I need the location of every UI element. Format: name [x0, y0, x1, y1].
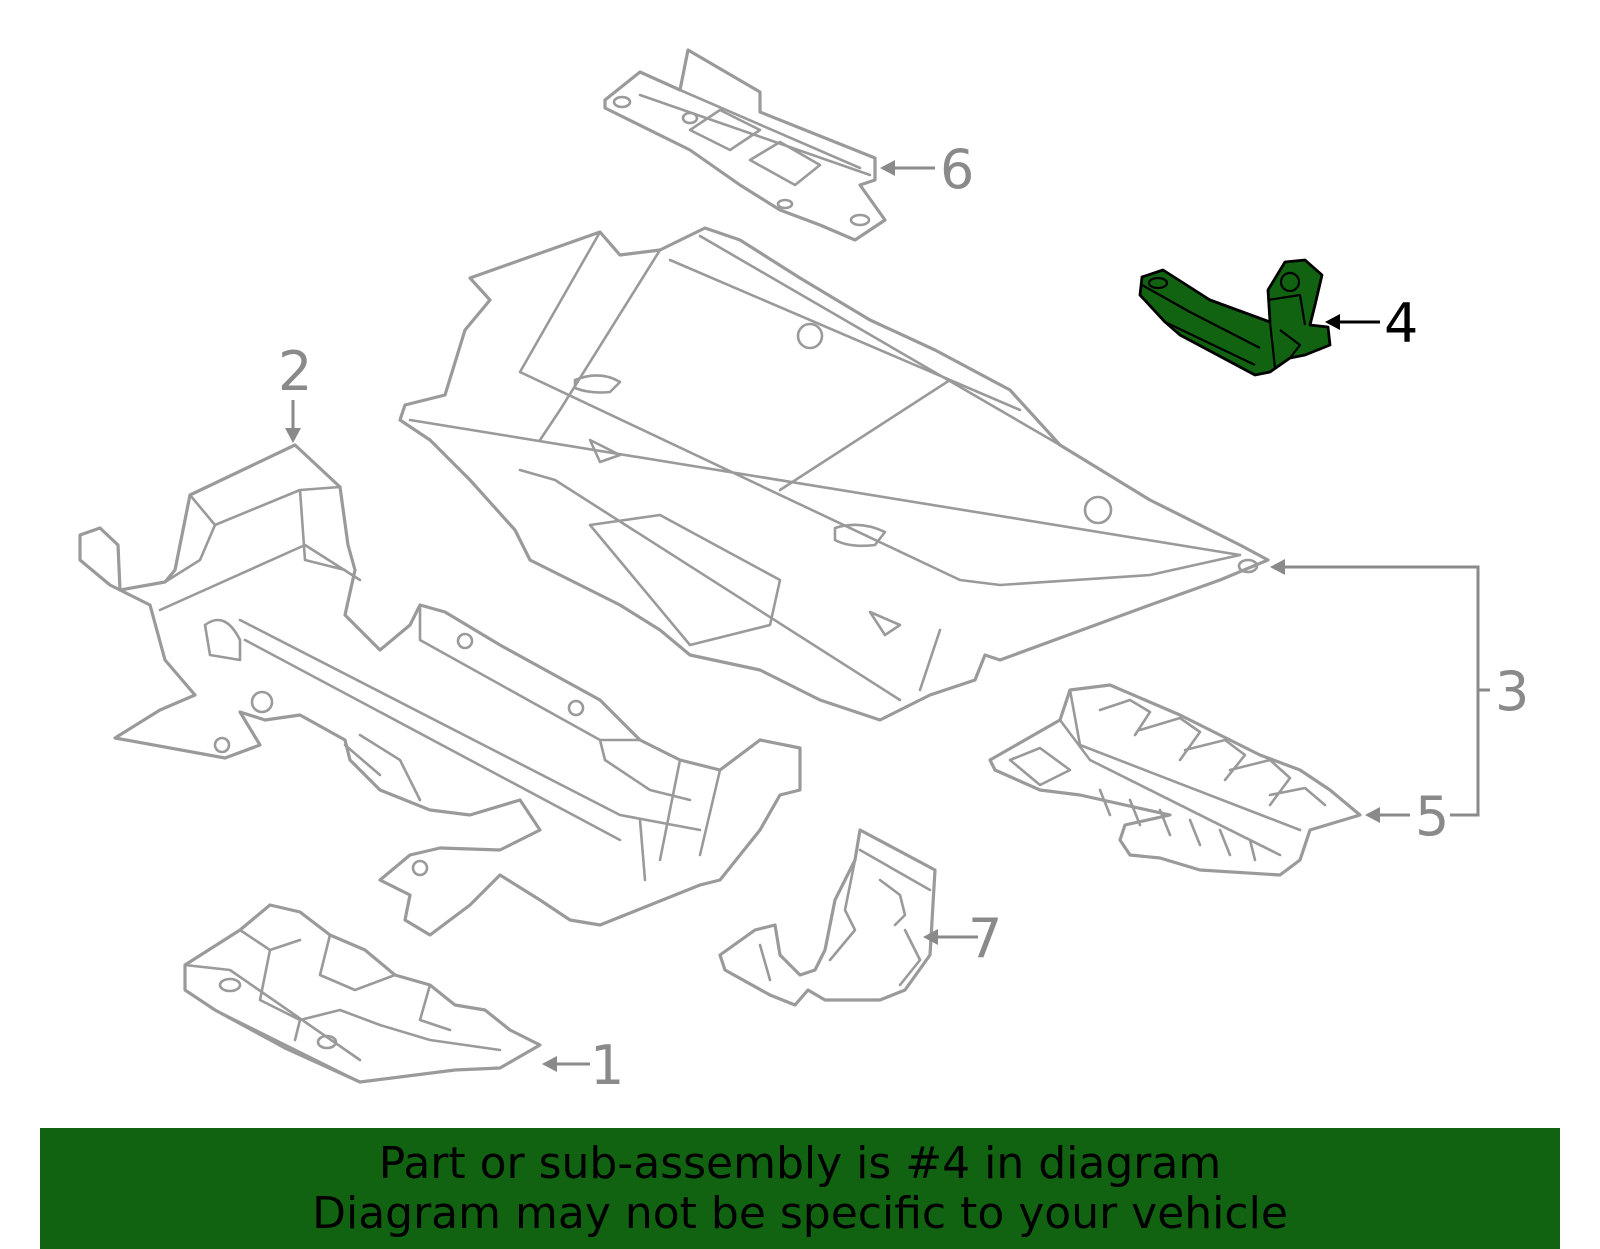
callout-2: 2	[278, 340, 312, 403]
callout-7: 7	[968, 907, 1002, 970]
part-3-center-shield	[398, 226, 1270, 722]
banner-line-part: Part or sub-assembly is #4 in diagram	[378, 1137, 1222, 1189]
banner-line-disclaimer: Diagram may not be specific to your vehi…	[312, 1187, 1288, 1239]
part-6-plate	[603, 48, 887, 242]
part-1-skid-plate	[183, 903, 542, 1084]
part-7-bracket	[718, 828, 937, 1007]
part-5-skid-plate	[988, 683, 1362, 877]
callout-3: 3	[1495, 660, 1529, 723]
parts-diagram: 2 6 4 3 5 7 1	[78, 48, 1529, 1097]
callout-4: 4	[1384, 292, 1418, 355]
callout-1: 1	[590, 1034, 624, 1097]
callout-leaders	[285, 160, 1490, 1072]
callout-5: 5	[1415, 785, 1449, 848]
callout-6: 6	[940, 138, 974, 201]
part-4-highlighted-bracket	[1138, 258, 1332, 377]
part-2-crossmember	[78, 443, 802, 937]
info-banner: Part or sub-assembly is #4 in diagram Di…	[40, 1128, 1560, 1249]
